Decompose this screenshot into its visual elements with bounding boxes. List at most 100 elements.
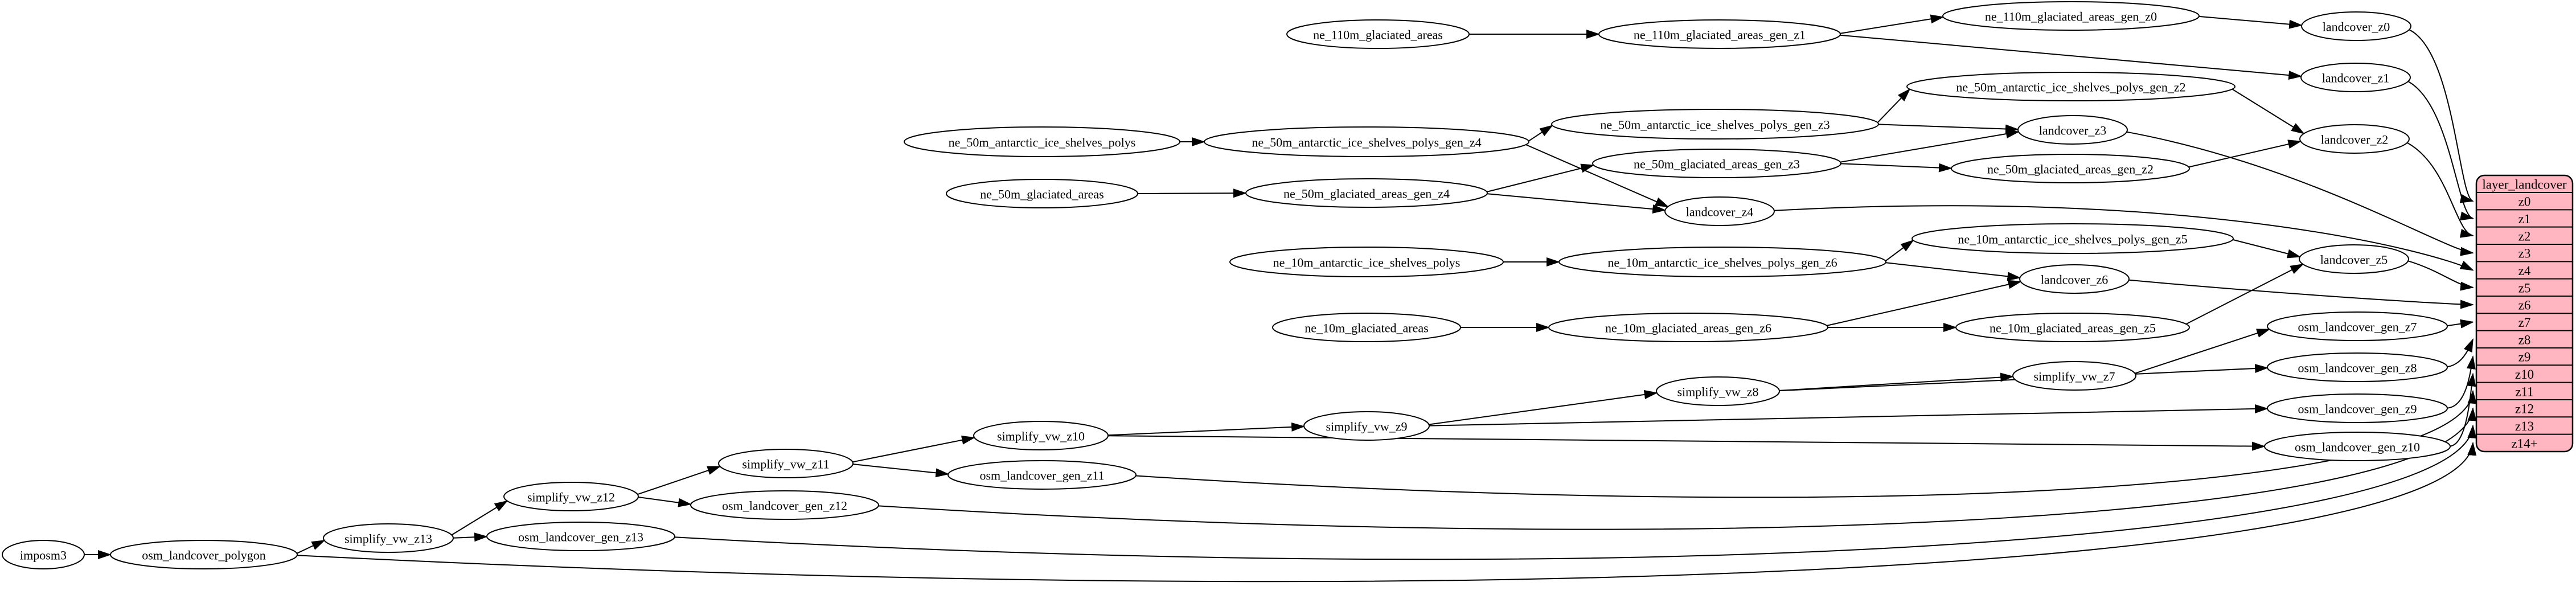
node-osm_landcover_gen_z12-label: osm_landcover_gen_z12 — [722, 499, 847, 513]
node-simplify_vw_z11: simplify_vw_z11 — [718, 449, 854, 478]
layer-table-row-z7: z7 — [2518, 315, 2531, 330]
layer-table-row-z8: z8 — [2518, 333, 2531, 347]
node-ne_50m_antarctic_ice_shelves_polys-shape — [904, 126, 1180, 157]
node-landcover_z4-label: landcover_z4 — [1686, 205, 1754, 219]
node-ne_10m_antarctic_ice_shelves_polys: ne_10m_antarctic_ice_shelves_polys — [1229, 247, 1504, 277]
node-ne_110m_glaciated_areas: ne_110m_glaciated_areas — [1286, 19, 1470, 49]
edge-simplify_vw_z13-to-osm_landcover_gen_z13 — [453, 532, 488, 542]
node-ne_10m_antarctic_ice_shelves_polys-label: ne_10m_antarctic_ice_shelves_polys — [1273, 256, 1461, 270]
edge-ne_10m_antarctic_ice_shelves_polys_gen_z6-to-ne_10m_antarctic_ice_shelves_polys_gen_z5 — [1885, 239, 1914, 262]
node-ne_10m_glaciated_areas-shape — [1272, 313, 1461, 342]
node-ne_50m_antarctic_ice_shelves_polys_gen_z3-shape — [1551, 109, 1879, 140]
node-simplify_vw_z10-shape — [973, 421, 1109, 450]
node-ne_50m_antarctic_ice_shelves_polys-label: ne_50m_antarctic_ice_shelves_polys — [949, 136, 1136, 150]
node-osm_landcover_gen_z9: osm_landcover_gen_z9 — [2267, 393, 2448, 423]
node-osm_landcover_gen_z11-label: osm_landcover_gen_z11 — [979, 469, 1104, 483]
node-landcover_z5-shape — [2299, 244, 2409, 274]
node-ne_50m_glaciated_areas_gen_z3: ne_50m_glaciated_areas_gen_z3 — [1592, 149, 1841, 178]
edge-simplify_vw_z9-to-osm_landcover_gen_z9 — [1429, 404, 2269, 427]
node-landcover_z0: landcover_z0 — [2301, 11, 2411, 41]
edge-ne_10m_antarctic_ice_shelves_polys_gen_z6-to-landcover_z6 — [1885, 262, 2021, 281]
edge-ne_10m_antarctic_ice_shelves_polys_gen_z5-to-landcover_z5 — [2233, 239, 2302, 259]
node-simplify_vw_z9-shape — [1303, 411, 1430, 441]
node-imposm3: imposm3 — [2, 540, 85, 569]
edge-landcover_z3-to-layer-row-z3 — [2126, 131, 2474, 256]
node-osm_landcover_gen_z13: osm_landcover_gen_z13 — [486, 522, 675, 551]
node-ne_10m_glaciated_areas_gen_z5-label: ne_10m_glaciated_areas_gen_z5 — [1990, 321, 2156, 335]
edge-landcover_z4-to-layer-row-z4 — [1774, 205, 2474, 271]
node-ne_50m_glaciated_areas_gen_z3-label: ne_50m_glaciated_areas_gen_z3 — [1634, 157, 1800, 171]
node-ne_10m_antarctic_ice_shelves_polys_gen_z6-shape — [1558, 247, 1886, 277]
node-osm_landcover_gen_z10-label: osm_landcover_gen_z10 — [2295, 440, 2420, 454]
node-ne_50m_glaciated_areas: ne_50m_glaciated_areas — [946, 179, 1138, 208]
node-osm_landcover_gen_z10-shape — [2264, 432, 2451, 461]
node-simplify_vw_z10: simplify_vw_z10 — [973, 421, 1109, 450]
node-simplify_vw_z11-shape — [718, 449, 854, 478]
edge-ne_10m_glaciated_areas_gen_z5-to-landcover_z5 — [2185, 264, 2304, 325]
node-ne_50m_glaciated_areas_gen_z4: ne_50m_glaciated_areas_gen_z4 — [1245, 178, 1488, 208]
node-ne_10m_antarctic_ice_shelves_polys_gen_z6: ne_10m_antarctic_ice_shelves_polys_gen_z… — [1558, 247, 1886, 277]
node-osm_landcover_gen_z7: osm_landcover_gen_z7 — [2267, 311, 2448, 341]
node-landcover_z2-label: landcover_z2 — [2321, 133, 2389, 147]
node-ne_50m_antarctic_ice_shelves_polys_gen_z4-label: ne_50m_antarctic_ice_shelves_polys_gen_z… — [1252, 136, 1481, 150]
node-ne_50m_antarctic_ice_shelves_polys_gen_z3: ne_50m_antarctic_ice_shelves_polys_gen_z… — [1551, 109, 1879, 140]
node-ne_10m_antarctic_ice_shelves_polys-shape — [1229, 247, 1504, 277]
node-osm_landcover_polygon-shape — [110, 540, 298, 569]
edge-simplify_vw_z10-to-osm_landcover_gen_z10 — [1107, 435, 2266, 451]
node-simplify_vw_z12-label: simplify_vw_z12 — [527, 490, 615, 505]
node-ne_50m_glaciated_areas_gen_z3-shape — [1592, 149, 1841, 178]
edge-simplify_vw_z12-to-osm_landcover_gen_z12 — [638, 497, 692, 507]
node-osm_landcover_gen_z8-shape — [2267, 352, 2448, 382]
node-ne_110m_glaciated_areas_gen_z0: ne_110m_glaciated_areas_gen_z0 — [1942, 1, 2200, 31]
node-ne_110m_glaciated_areas_gen_z1: ne_110m_glaciated_areas_gen_z1 — [1598, 19, 1841, 49]
node-osm_landcover_gen_z8-label: osm_landcover_gen_z8 — [2298, 361, 2417, 375]
edge-ne_50m_antarctic_ice_shelves_polys_gen_z3-to-landcover_z3 — [1878, 124, 2019, 134]
node-landcover_z3: landcover_z3 — [2017, 115, 2128, 145]
edge-ne_50m_glaciated_areas_gen_z2-to-landcover_z2 — [2188, 140, 2302, 168]
layer-table-row-z11: z11 — [2515, 384, 2533, 399]
node-ne_110m_glaciated_areas_gen_z1-label: ne_110m_glaciated_areas_gen_z1 — [1634, 28, 1806, 42]
node-osm_landcover_gen_z8: osm_landcover_gen_z8 — [2267, 352, 2448, 382]
node-ne_10m_glaciated_areas_gen_z6-label: ne_10m_glaciated_areas_gen_z6 — [1605, 321, 1771, 335]
node-landcover_z3-shape — [2017, 115, 2128, 145]
edge-ne_110m_glaciated_areas_gen_z1-to-ne_110m_glaciated_areas_gen_z0 — [1840, 14, 1945, 34]
node-ne_10m_antarctic_ice_shelves_polys_gen_z6-label: ne_10m_antarctic_ice_shelves_polys_gen_z… — [1607, 256, 1837, 270]
edge-ne_50m_antarctic_ice_shelves_polys_gen_z4-to-landcover_z4 — [1525, 144, 1670, 207]
edge-osm_landcover_gen_z10-to-layer-row-z10 — [2450, 372, 2476, 447]
node-ne_110m_glaciated_areas-label: ne_110m_glaciated_areas — [1313, 28, 1443, 42]
edge-osm_landcover_gen_z9-to-layer-row-z9 — [2447, 355, 2476, 409]
node-simplify_vw_z12: simplify_vw_z12 — [503, 482, 639, 511]
node-simplify_vw_z8-label: simplify_vw_z8 — [1677, 385, 1759, 399]
edge-simplify_vw_z12-to-simplify_vw_z11 — [637, 466, 721, 495]
node-simplify_vw_z8-shape — [1656, 376, 1780, 406]
node-ne_50m_glaciated_areas_gen_z2-label: ne_50m_glaciated_areas_gen_z2 — [1987, 162, 2153, 177]
node-ne_50m_glaciated_areas_gen_z2-shape — [1951, 154, 2190, 183]
edge-landcover_z2-to-layer-row-z2 — [2407, 142, 2474, 238]
node-simplify_vw_z7-label: simplify_vw_z7 — [2034, 370, 2115, 384]
node-osm_landcover_gen_z13-label: osm_landcover_gen_z13 — [518, 530, 643, 544]
node-ne_50m_glaciated_areas-shape — [946, 179, 1138, 208]
node-landcover_z0-shape — [2301, 11, 2411, 41]
layer-table-row-z12: z12 — [2515, 402, 2534, 416]
node-simplify_vw_z7: simplify_vw_z7 — [2012, 361, 2136, 391]
node-ne_10m_antarctic_ice_shelves_polys_gen_z5-shape — [1912, 223, 2234, 254]
node-ne_50m_glaciated_areas_gen_z4-shape — [1245, 178, 1488, 208]
edge-simplify_vw_z8-to-simplify_vw_z7 — [1779, 372, 2015, 391]
layer-table-row-z9: z9 — [2518, 350, 2531, 364]
node-imposm3-shape — [2, 540, 85, 569]
node-osm_landcover_gen_z12-shape — [690, 490, 879, 520]
node-ne_10m_antarctic_ice_shelves_polys_gen_z5-label: ne_10m_antarctic_ice_shelves_polys_gen_z… — [1958, 232, 2187, 247]
node-ne_50m_glaciated_areas_gen_z4-label: ne_50m_glaciated_areas_gen_z4 — [1283, 187, 1450, 201]
node-landcover_z4: landcover_z4 — [1664, 196, 1775, 226]
node-ne_50m_glaciated_areas-label: ne_50m_glaciated_areas — [980, 187, 1104, 202]
edge-osm_landcover_gen_z8-to-layer-row-z8 — [2447, 338, 2474, 368]
node-simplify_vw_z11-label: simplify_vw_z11 — [742, 457, 829, 471]
edge-landcover_z5-to-layer-row-z5 — [2407, 260, 2474, 291]
node-simplify_vw_z12-shape — [503, 482, 639, 511]
node-imposm3-label: imposm3 — [20, 548, 67, 563]
nodes-layer: ne_110m_glaciated_areas ne_110m_glaciated… — [2, 1, 2451, 569]
node-landcover_z1-label: landcover_z1 — [2322, 71, 2390, 85]
layer-table-row-z4: z4 — [2518, 264, 2531, 278]
